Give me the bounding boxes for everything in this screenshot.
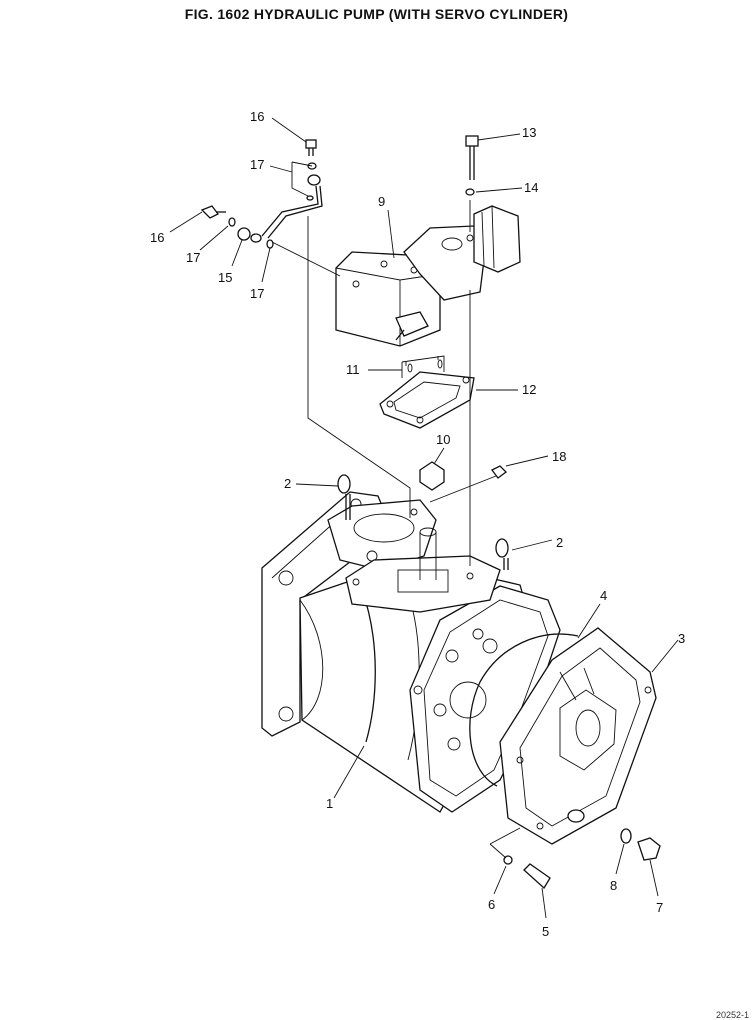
- callout-4: 4: [600, 588, 607, 603]
- callout-17: 17: [250, 157, 264, 172]
- callout-13: 13: [522, 125, 536, 140]
- fasteners: [200, 135, 661, 890]
- callout-2: 2: [556, 535, 563, 550]
- callout-17: 17: [250, 286, 264, 301]
- callout-9: 9: [378, 194, 385, 209]
- callout-5: 5: [542, 924, 549, 939]
- callout-16: 16: [250, 109, 264, 124]
- callout-17: 17: [186, 250, 200, 265]
- callout-7: 7: [656, 900, 663, 915]
- plug-10: [419, 461, 445, 491]
- servo-valve-assembly: [335, 205, 521, 347]
- gasket-plate: [379, 355, 475, 429]
- assembly-lines: [169, 117, 679, 919]
- callout-16: 16: [150, 230, 164, 245]
- callout-15: 15: [218, 270, 232, 285]
- callout-18: 18: [552, 449, 566, 464]
- callout-8: 8: [610, 878, 617, 893]
- callout-11: 11: [346, 362, 360, 377]
- callout-12: 12: [522, 382, 536, 397]
- callout-2: 2: [284, 476, 291, 491]
- callout-6: 6: [488, 897, 495, 912]
- callout-labels: 16 17 16 17 15 17 13 14 9 11 12 10 18 2 …: [150, 109, 685, 939]
- callout-14: 14: [524, 180, 538, 195]
- drawing-code: 20252-1: [715, 1010, 749, 1020]
- callout-10: 10: [436, 432, 450, 447]
- rear-cover: [499, 627, 657, 845]
- callout-3: 3: [678, 631, 685, 646]
- o-ring: [469, 633, 579, 787]
- figure-title: FIG. 1602 HYDRAULIC PUMP (WITH SERVO CYL…: [184, 6, 569, 22]
- callout-1: 1: [326, 796, 333, 811]
